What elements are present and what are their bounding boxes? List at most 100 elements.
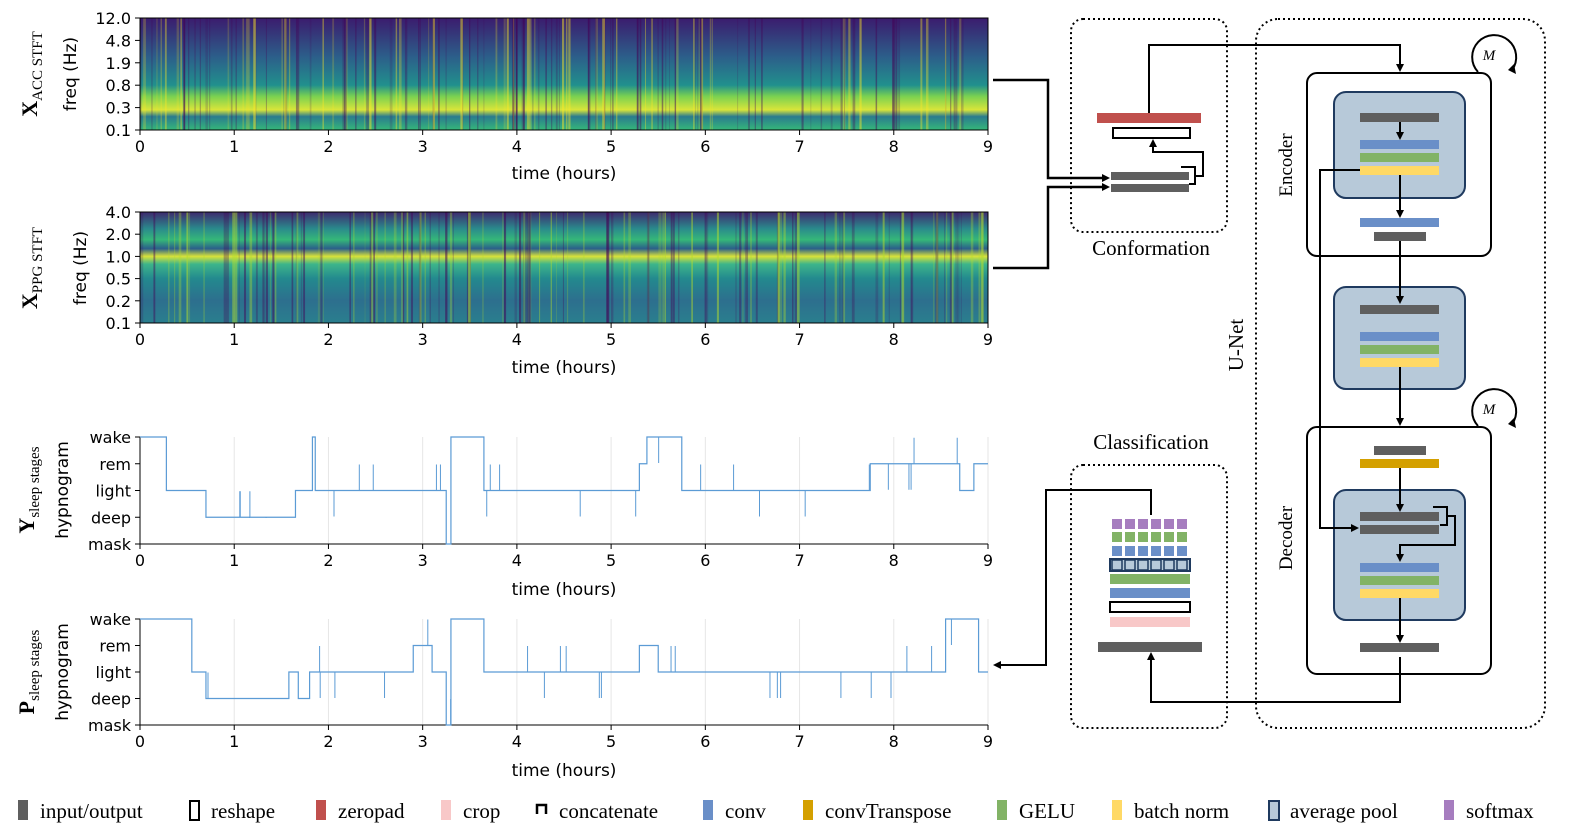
spectrogram-stripe [754,18,757,130]
x-tick-label: 2 [323,732,333,751]
spectrogram-stripe [243,212,247,323]
spectrogram-stripe [706,212,709,323]
spectrogram-stripe [824,212,826,323]
x-tick-label: 7 [794,330,804,349]
spectrogram-stripe [209,18,211,130]
x-tick-label: 8 [889,137,899,156]
spectrogram-stripe [794,212,798,323]
spectrogram-stripe [420,18,422,130]
x-tick-label: 9 [983,732,993,751]
x-tick-label: 3 [418,137,428,156]
spectrogram-stripe [369,18,372,130]
layer-cell [1177,546,1187,556]
acc-symbol: XACC STFT [17,31,46,117]
acc-frame [139,17,989,131]
y-tick-label: wake [90,428,131,447]
output-layer [1374,232,1426,241]
spectrogram-stripe [369,212,372,323]
spectrogram-stripe [289,18,291,130]
x-tick-label: 2 [323,551,333,570]
spectrogram-stripe [981,212,984,323]
spectrogram-stripe [255,212,258,323]
spectrogram-stripe [513,18,515,130]
spectrogram-stripe [662,212,666,323]
layer-cell [1138,546,1148,556]
spectrogram-stripe [404,18,408,130]
layer-cell [1164,519,1174,529]
x-tick-label: 9 [983,551,993,570]
spectrogram-stripe [242,18,244,130]
convtranspose-layer [1360,459,1439,468]
x-tick-label: 6 [700,732,710,751]
spectrogram-stripe [262,212,265,323]
spectrogram-stripe [530,212,532,323]
x-tick-label: 8 [889,330,899,349]
legend-swatch [441,800,451,820]
spectrogram-stripe [249,212,253,323]
x-tick-label: 6 [700,551,710,570]
spectrogram-stripe [160,18,162,130]
y-tick-label: mask [88,716,132,735]
spectrogram-stripe [537,18,540,130]
spectrogram-stripe [616,18,618,130]
unet-frame [1255,18,1546,729]
spectrogram-stripe [255,18,257,130]
gelu-layer [1360,153,1439,162]
x-tick-label: 5 [606,137,616,156]
y-tick-label: light [96,482,131,501]
spectrogram-stripe [539,212,541,323]
spectrogram-stripe [610,18,611,130]
spectrogram-stripe [830,18,833,130]
legend-swatch [803,800,813,820]
x-tick-label: 1 [229,137,239,156]
spectrogram-stripe [970,212,974,323]
layer-cell [1137,559,1149,571]
spectrogram-stripe [223,212,227,323]
x-tick-label: 7 [794,732,804,751]
spectrogram-stripe [495,18,498,130]
spectrogram-stripe [676,18,678,130]
y-tick-label: 0.3 [106,99,131,118]
layer-cell [1125,519,1135,529]
gelu-layer [1360,576,1439,585]
spectrogram-stripe [704,212,707,323]
spectrogram-stripe [395,18,398,130]
x-tick-label: 7 [794,137,804,156]
ppg-ylabel: freq (Hz) [71,231,91,305]
pool-row [1109,558,1191,572]
legend-label: input/output [40,799,143,823]
spectrogram-stripe [526,18,529,130]
spectrogram-stripe [851,212,855,323]
spectrogram-stripe [521,18,525,130]
spectrogram-stripe [194,18,196,130]
y-spikes [239,437,958,518]
x-tick-label: 5 [606,732,616,751]
spectrogram-stripe [639,18,642,130]
x-tick-label: 0 [135,551,145,570]
spectrogram-stripe [449,212,453,323]
spectrogram-stripe [483,18,485,130]
spectrogram-stripe [691,212,693,323]
input-layer [1374,446,1426,455]
spectrogram-stripe [174,212,176,323]
x-tick-label: 0 [135,330,145,349]
x-tick-label: 3 [418,330,428,349]
repeat-loop-decoder: M [1471,388,1518,428]
spectrogram-stripe [389,18,393,130]
spectrogram-stripe [398,18,402,130]
legend-label: zeropad [338,799,405,823]
spectrogram-stripe [852,18,856,130]
spectrogram-stripe [168,212,170,323]
spectrogram-stripe [892,18,895,130]
spectrogram-stripe [469,18,471,130]
spectrogram-stripe [737,18,739,130]
spectrogram-stripe [777,212,780,323]
spectrogram-stripe [820,18,823,130]
spectrogram-stripe [756,212,758,323]
spectrogram-stripe [951,212,954,323]
spectrogram-stripe [232,212,235,323]
legend-swatch [189,800,200,821]
spectrogram-stripe [319,212,323,323]
y-tick-label: 4.8 [106,31,131,50]
